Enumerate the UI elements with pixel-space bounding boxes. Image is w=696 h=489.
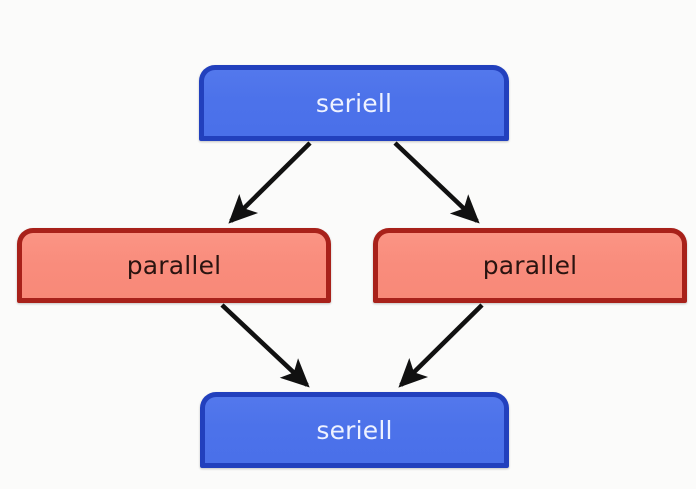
node-parallel-right[interactable]: parallel [373, 228, 687, 303]
node-label: parallel [482, 251, 578, 280]
node-label: parallel [126, 251, 222, 280]
node-label: seriell [315, 88, 393, 118]
node-seriell-bottom[interactable]: seriell [200, 392, 509, 468]
node-seriell-top[interactable]: seriell [199, 65, 509, 141]
node-parallel-left[interactable]: parallel [17, 228, 331, 303]
edge-parallel-right-to-seriell-bottom [398, 303, 484, 388]
edge-seriell-top-to-parallel-right [393, 141, 480, 224]
edge-seriell-top-to-parallel-left [228, 141, 312, 224]
node-label: seriell [316, 415, 393, 445]
edge-parallel-left-to-seriell-bottom [220, 303, 310, 388]
